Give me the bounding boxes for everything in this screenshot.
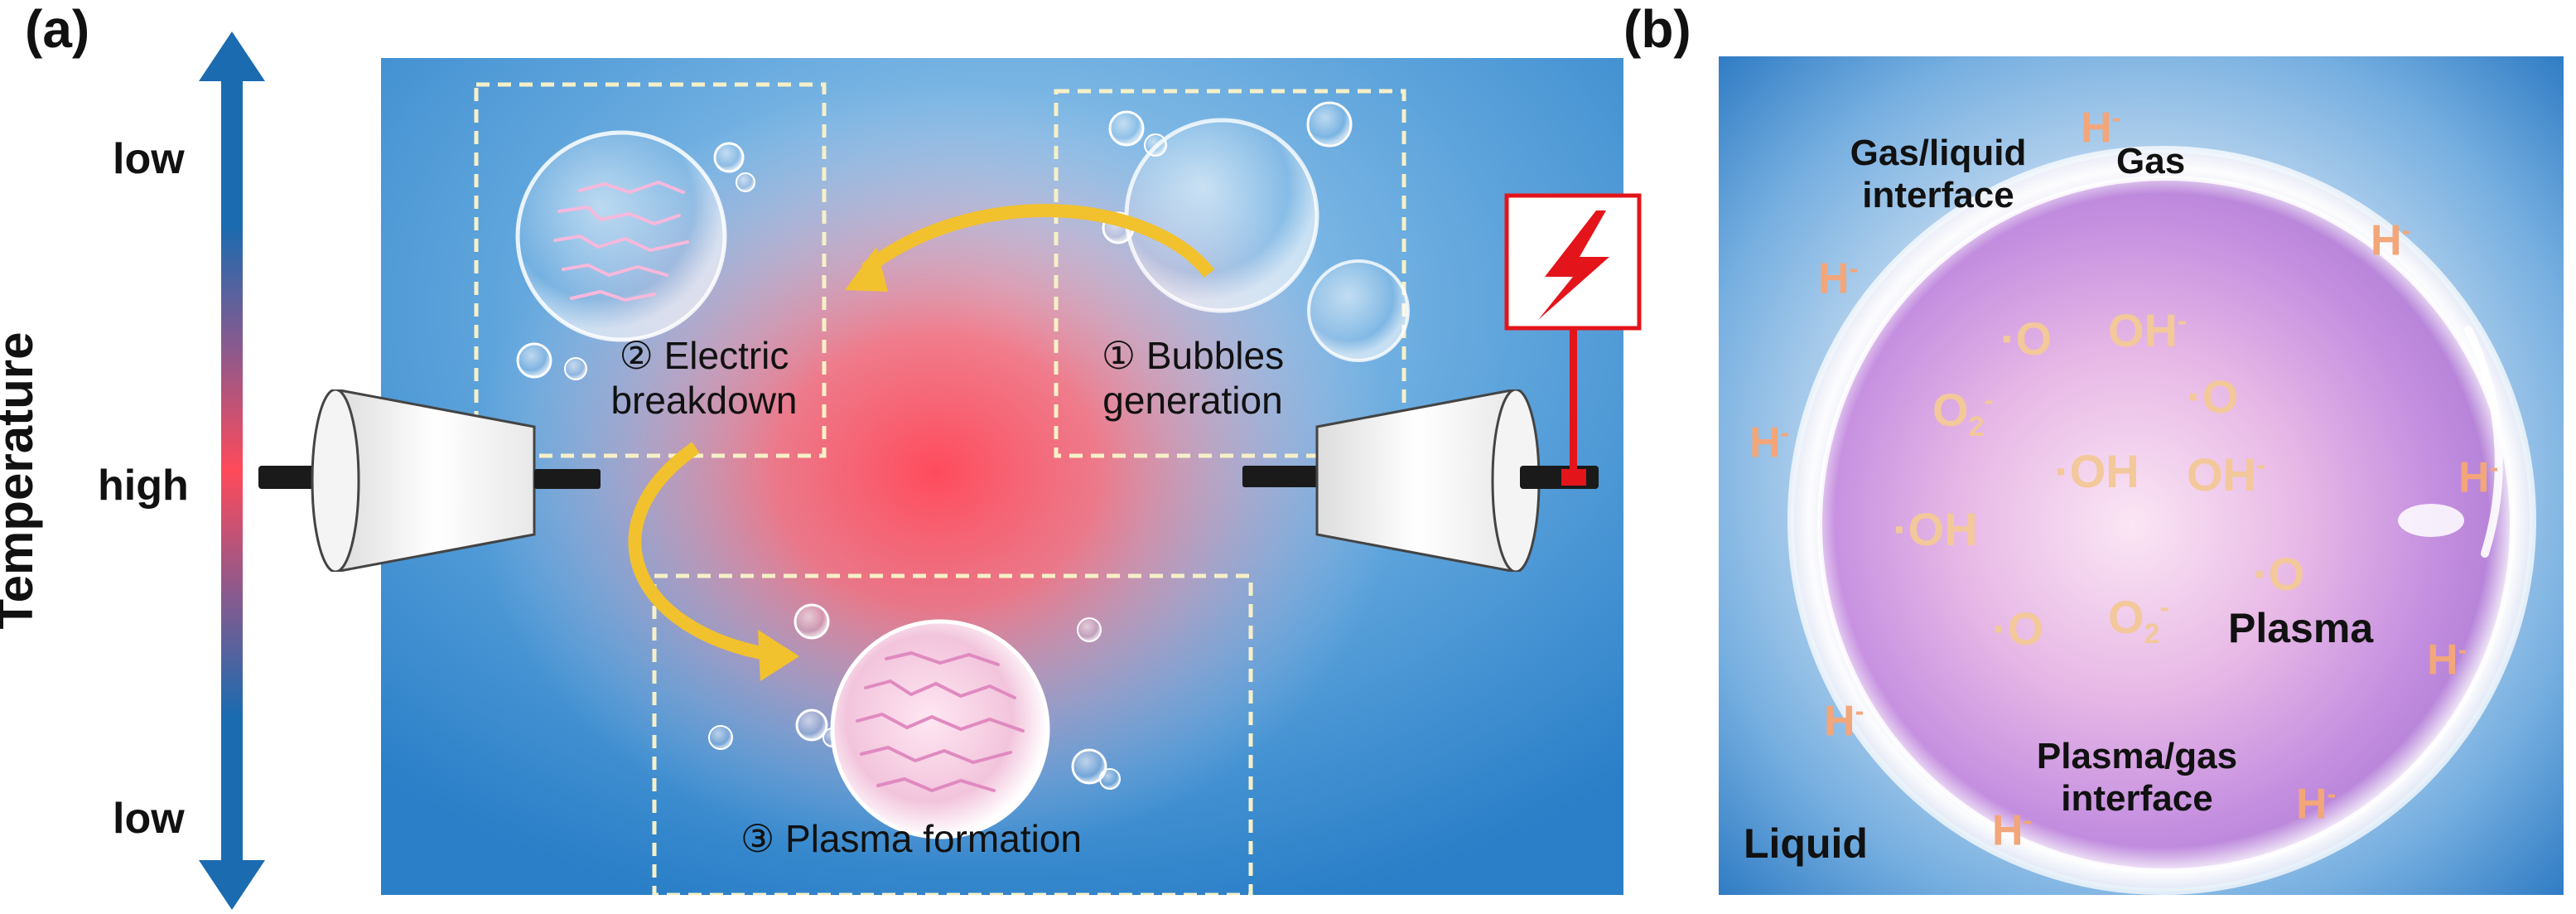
o2-sup: - bbox=[1984, 384, 1994, 417]
gas-label: Gas bbox=[2116, 141, 2186, 181]
h-base-8: H bbox=[2296, 780, 2328, 829]
o2-base: O bbox=[1932, 384, 1969, 436]
h-sup-8: - bbox=[2327, 779, 2337, 809]
plasma-gas-line1: Plasma/gas bbox=[2036, 736, 2238, 776]
oh-minus-sup-2: - bbox=[2256, 449, 2266, 481]
species-o-4: ·O bbox=[1992, 602, 2044, 655]
oh-minus-base: OH bbox=[2108, 304, 2178, 356]
species-oh-minus-1: OH- bbox=[2108, 303, 2187, 357]
h-sup-7: - bbox=[1855, 696, 1864, 726]
step-electric-line1: ② Electric bbox=[619, 334, 789, 377]
step-bubbles-generation-label: ① Bubbles generation bbox=[1044, 333, 1342, 423]
species-o-2: ·O bbox=[2187, 370, 2239, 423]
h-minus-4: H- bbox=[1749, 418, 1789, 467]
species-o-3: ·O bbox=[2253, 548, 2305, 600]
species-o2-minus-2: O2- bbox=[2108, 590, 2169, 650]
o2-sup-2: - bbox=[2159, 592, 2169, 624]
gas-liquid-interface-label: Gas/liquid interface bbox=[1822, 133, 2054, 216]
species-o-1: ·O bbox=[2000, 312, 2053, 365]
step-plasma-formation-label: ③ Plasma formation bbox=[740, 817, 1082, 860]
panel-b-label: (b) bbox=[1623, 0, 1691, 59]
species-oh-minus-2: OH- bbox=[2187, 447, 2265, 501]
h-sup-5: - bbox=[2489, 452, 2499, 482]
h-sup-3: - bbox=[1849, 254, 1859, 283]
h-sup-4: - bbox=[1780, 418, 1790, 447]
h-minus-6: H- bbox=[2427, 635, 2467, 684]
h-minus-9: H- bbox=[1992, 805, 2032, 855]
right-electrode bbox=[1238, 388, 1603, 576]
oh-minus-base-2: OH bbox=[2187, 448, 2256, 501]
h-minus-7: H- bbox=[1824, 696, 1864, 746]
left-electrode bbox=[257, 388, 605, 576]
temperature-scale bbox=[191, 31, 273, 910]
h-base-3: H bbox=[1818, 254, 1850, 303]
plasma-label: Plasma bbox=[2228, 605, 2374, 651]
gas-liquid-line2: interface bbox=[1862, 174, 2014, 215]
h-sup-9: - bbox=[2023, 805, 2033, 835]
temperature-gradient-arrow bbox=[199, 31, 265, 910]
plasma-bubble bbox=[830, 619, 1050, 839]
power-source bbox=[1503, 192, 1644, 495]
o2-sub: 2 bbox=[1968, 411, 1985, 443]
oh-minus-sup: - bbox=[2178, 305, 2188, 337]
plasma-gas-line2: interface bbox=[2061, 777, 2213, 819]
h-sup-6: - bbox=[2458, 635, 2467, 665]
h-base-7: H bbox=[1824, 697, 1855, 746]
liquid-region bbox=[1719, 56, 2564, 895]
panel-a-label: (a) bbox=[25, 0, 90, 59]
h-minus-2: H- bbox=[2371, 215, 2410, 265]
h-minus-1: H- bbox=[2081, 103, 2120, 152]
step-electric-line2: breakdown bbox=[610, 379, 798, 423]
h-minus-8: H- bbox=[2296, 779, 2336, 829]
step-bubbles-line1: ① Bubbles bbox=[1101, 334, 1285, 377]
gas-liquid-line1: Gas/liquid bbox=[1850, 133, 2027, 173]
arrow-bubbles-to-breakdown bbox=[861, 204, 1215, 278]
h-sup-2: - bbox=[2401, 215, 2411, 245]
species-o2-minus-1: O2- bbox=[1932, 383, 1994, 443]
arrow-breakdown-to-plasma bbox=[628, 442, 772, 661]
temperature-low-bottom: low bbox=[113, 795, 185, 843]
breakdown-bubble bbox=[515, 130, 727, 342]
plasma-gas-interface-label: Plasma/gas interface bbox=[2013, 736, 2261, 820]
bubbles-group bbox=[516, 101, 1410, 790]
step-electric-box bbox=[474, 82, 827, 458]
h-minus-5: H- bbox=[2458, 452, 2498, 502]
step-electric-breakdown-label: ② Electric breakdown bbox=[547, 333, 861, 423]
species-oh-radical-1: ·OH bbox=[2054, 445, 2139, 497]
h-minus-3: H- bbox=[1818, 254, 1858, 303]
temperature-low-top: low bbox=[113, 135, 185, 183]
liquid-label: Liquid bbox=[1744, 820, 1868, 867]
h-sup-1: - bbox=[2111, 103, 2121, 133]
temperature-high: high bbox=[98, 462, 189, 510]
lightning-bolt-icon bbox=[1538, 210, 1609, 320]
step-bubbles-box bbox=[1054, 89, 1406, 458]
h-base-1: H bbox=[2081, 104, 2112, 152]
h-base-2: H bbox=[2371, 216, 2402, 265]
o2-base-2: O bbox=[2108, 591, 2144, 643]
h-base-6: H bbox=[2427, 636, 2458, 684]
species-oh-radical-2: ·OH bbox=[1893, 503, 1978, 555]
h-base-4: H bbox=[1749, 418, 1781, 467]
o2-sub-2: 2 bbox=[2144, 618, 2160, 650]
step-bubbles-line2: generation bbox=[1102, 379, 1283, 423]
h-base-5: H bbox=[2458, 453, 2490, 502]
h-base-9: H bbox=[1992, 806, 2024, 855]
